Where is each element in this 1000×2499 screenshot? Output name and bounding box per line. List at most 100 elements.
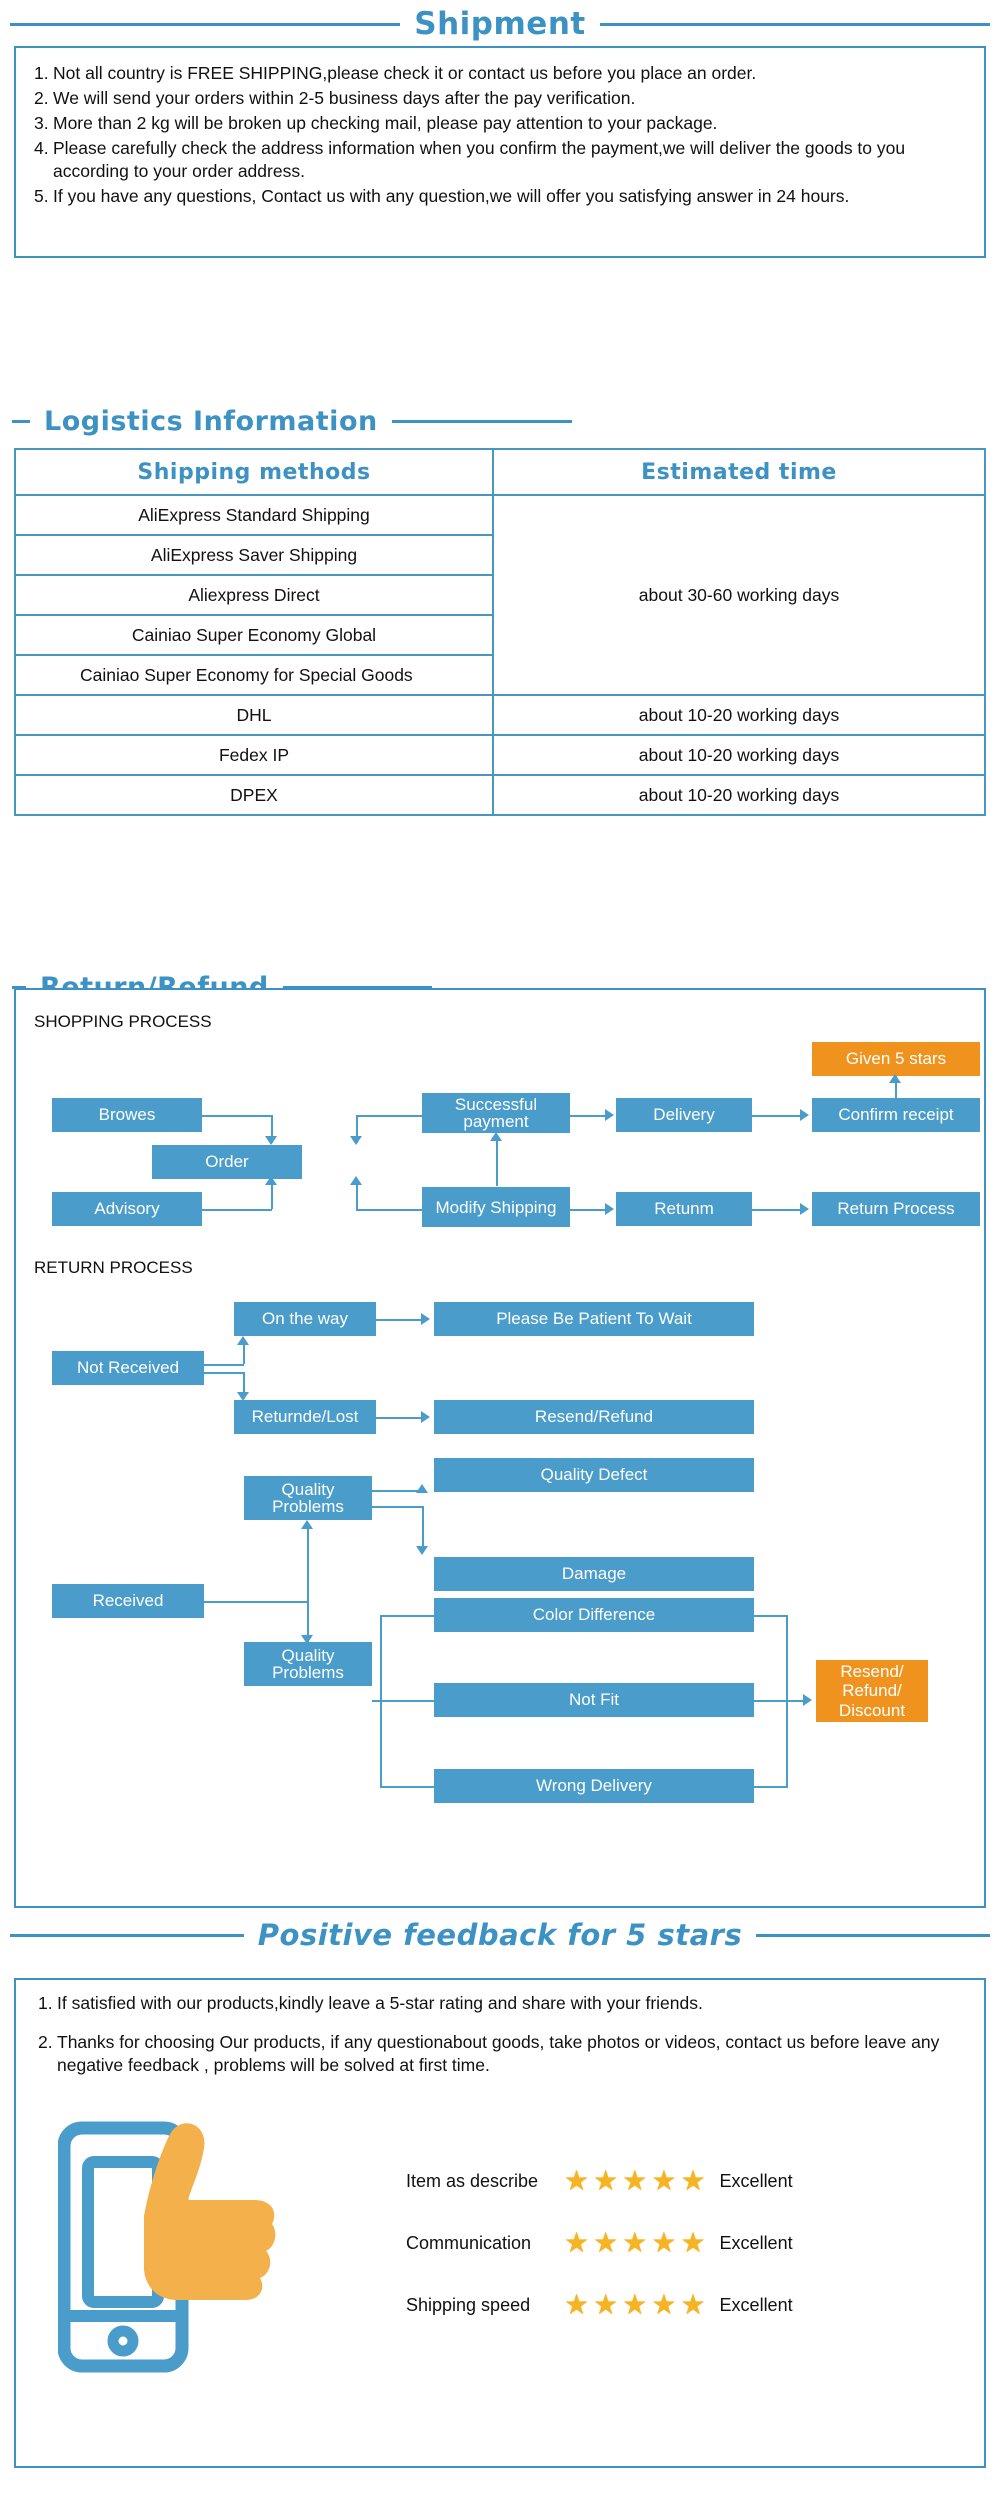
node-not-fit[interactable]: Not Fit (434, 1683, 754, 1717)
node-color-difference[interactable]: Color Difference (434, 1598, 754, 1632)
list-text: If you have any questions, Contact us wi… (53, 186, 850, 207)
shipment-list: 1.Not all country is FREE SHIPPING,pleas… (34, 62, 966, 211)
node-modify-shipping[interactable]: Modify Shipping (422, 1187, 570, 1227)
connector (202, 1115, 272, 1117)
arrow-right-icon (605, 1203, 614, 1215)
list-number: 3. (34, 113, 49, 134)
table-row: Cainiao Super Economy for Special Goods (14, 654, 985, 696)
feedback-list: 1.If satisfied with our products,kindly … (38, 1992, 968, 2079)
node-quality-problems-top[interactable]: Quality Problems (244, 1476, 372, 1520)
connector (204, 1364, 244, 1366)
arrow-right-icon (421, 1411, 430, 1423)
arrow-right-icon (421, 1313, 430, 1325)
connector (356, 1115, 424, 1117)
cell-time: about 10-20 working days (492, 734, 986, 776)
connector (496, 1138, 498, 1186)
table-row: Aliexpress Direct (14, 574, 985, 616)
node-browes[interactable]: Browes (52, 1098, 202, 1132)
cell-method: Aliexpress Direct (14, 574, 494, 616)
arrow-up-icon (490, 1132, 502, 1141)
node-quality-problems-bottom[interactable]: Quality Problems (244, 1642, 372, 1686)
node-resend-refund-discount[interactable]: Resend/ Refund/ Discount (816, 1660, 928, 1722)
node-delivery[interactable]: Delivery (616, 1098, 752, 1132)
rating-value: Excellent (719, 2232, 793, 2253)
logistics-title: Logistics Information (44, 406, 378, 437)
list-number: 2. (38, 2032, 53, 2053)
star-rating: ★ ★ ★ ★ ★ (564, 2291, 706, 2319)
node-wrong-delivery[interactable]: Wrong Delivery (434, 1769, 754, 1803)
column-header-shipping-methods: Shipping methods (14, 448, 494, 496)
node-not-received[interactable]: Not Received (52, 1351, 204, 1385)
node-successful-payment[interactable]: Successful payment (422, 1093, 570, 1133)
node-resend-refund[interactable]: Resend/Refund (434, 1400, 754, 1434)
connector (422, 1506, 424, 1546)
rating-value: Excellent (719, 2170, 793, 2191)
connector (204, 1601, 308, 1603)
table-row: AliExpress Saver Shipping (14, 534, 985, 576)
connector (380, 1615, 436, 1617)
node-returnde-lost[interactable]: Returnde/Lost (234, 1400, 376, 1434)
arrow-right-icon (800, 1109, 809, 1121)
list-number: 1. (38, 1993, 53, 2013)
cell-time: about 10-20 working days (492, 774, 986, 816)
node-quality-defect[interactable]: Quality Defect (434, 1458, 754, 1492)
arrow-right-icon (803, 1694, 812, 1706)
cell-method: DPEX (14, 774, 494, 816)
list-number: 2. (34, 88, 49, 109)
return-process-label: RETURN PROCESS (34, 1258, 193, 1277)
list-text: If satisfied with our products,kindly le… (57, 1993, 703, 2013)
cell-method: Fedex IP (14, 734, 494, 776)
connector (307, 1601, 309, 1643)
connector (307, 1528, 309, 1602)
list-item: 3.More than 2 kg will be broken up check… (34, 112, 966, 135)
star-icon: ★ (622, 2165, 648, 2196)
connector (380, 1786, 436, 1788)
star-icon: ★ (651, 2227, 677, 2258)
list-item: 4.Please carefully check the address inf… (34, 137, 966, 183)
header-rule-left (12, 986, 26, 989)
connector (380, 1615, 382, 1700)
shopping-process-label: SHOPPING PROCESS (34, 1012, 212, 1031)
list-number: 1. (34, 63, 49, 83)
list-text: More than 2 kg will be broken up checkin… (53, 113, 718, 134)
ratings-list: Item as describe ★ ★ ★ ★ ★ Excellent Com… (406, 2150, 793, 2336)
arrow-up-icon (416, 1484, 428, 1493)
logistics-section-header: Logistics Information (12, 406, 572, 437)
header-rule-left (10, 22, 401, 26)
node-return-process[interactable]: Return Process (812, 1192, 980, 1226)
connector (570, 1115, 608, 1117)
feedback-section-header: Positive feedback for 5 stars (10, 1918, 990, 1952)
rating-label: Item as describe (406, 2170, 539, 2191)
connector (356, 1181, 358, 1209)
arrow-down-icon (265, 1136, 277, 1145)
connector (752, 1115, 802, 1117)
node-order[interactable]: Order (152, 1145, 302, 1179)
header-rule-right (756, 1933, 990, 1937)
list-item: 5.If you have any questions, Contact us … (34, 185, 966, 208)
star-icon: ★ (564, 2227, 590, 2258)
table-row: Fedex IP about 10-20 working days (14, 734, 986, 776)
cell-method: AliExpress Saver Shipping (14, 534, 494, 576)
node-received[interactable]: Received (52, 1584, 204, 1618)
header-rule-left (10, 1933, 244, 1937)
header-rule-right (391, 420, 572, 423)
node-retunm[interactable]: Retunm (616, 1192, 752, 1226)
rating-label: Shipping speed (406, 2294, 531, 2315)
shipment-section-header: Shipment (10, 6, 990, 42)
star-icon: ★ (593, 2165, 619, 2196)
arrow-up-icon (237, 1336, 249, 1345)
star-icon: ★ (651, 2289, 677, 2320)
node-on-the-way[interactable]: On the way (234, 1302, 376, 1336)
connector (380, 1700, 382, 1786)
node-confirm-receipt[interactable]: Confirm receipt (812, 1098, 980, 1132)
node-damage[interactable]: Damage (434, 1557, 754, 1591)
star-icon: ★ (680, 2289, 706, 2320)
node-please-be-patient-to-wait[interactable]: Please Be Patient To Wait (434, 1302, 754, 1336)
node-given-5-stars[interactable]: Given 5 stars (812, 1042, 980, 1076)
list-number: 5. (34, 186, 49, 207)
node-advisory[interactable]: Advisory (52, 1192, 202, 1226)
connector (372, 1490, 424, 1492)
cell-method: Cainiao Super Economy for Special Goods (14, 654, 494, 696)
table-header-row: Shipping methods Estimated time (14, 448, 986, 496)
